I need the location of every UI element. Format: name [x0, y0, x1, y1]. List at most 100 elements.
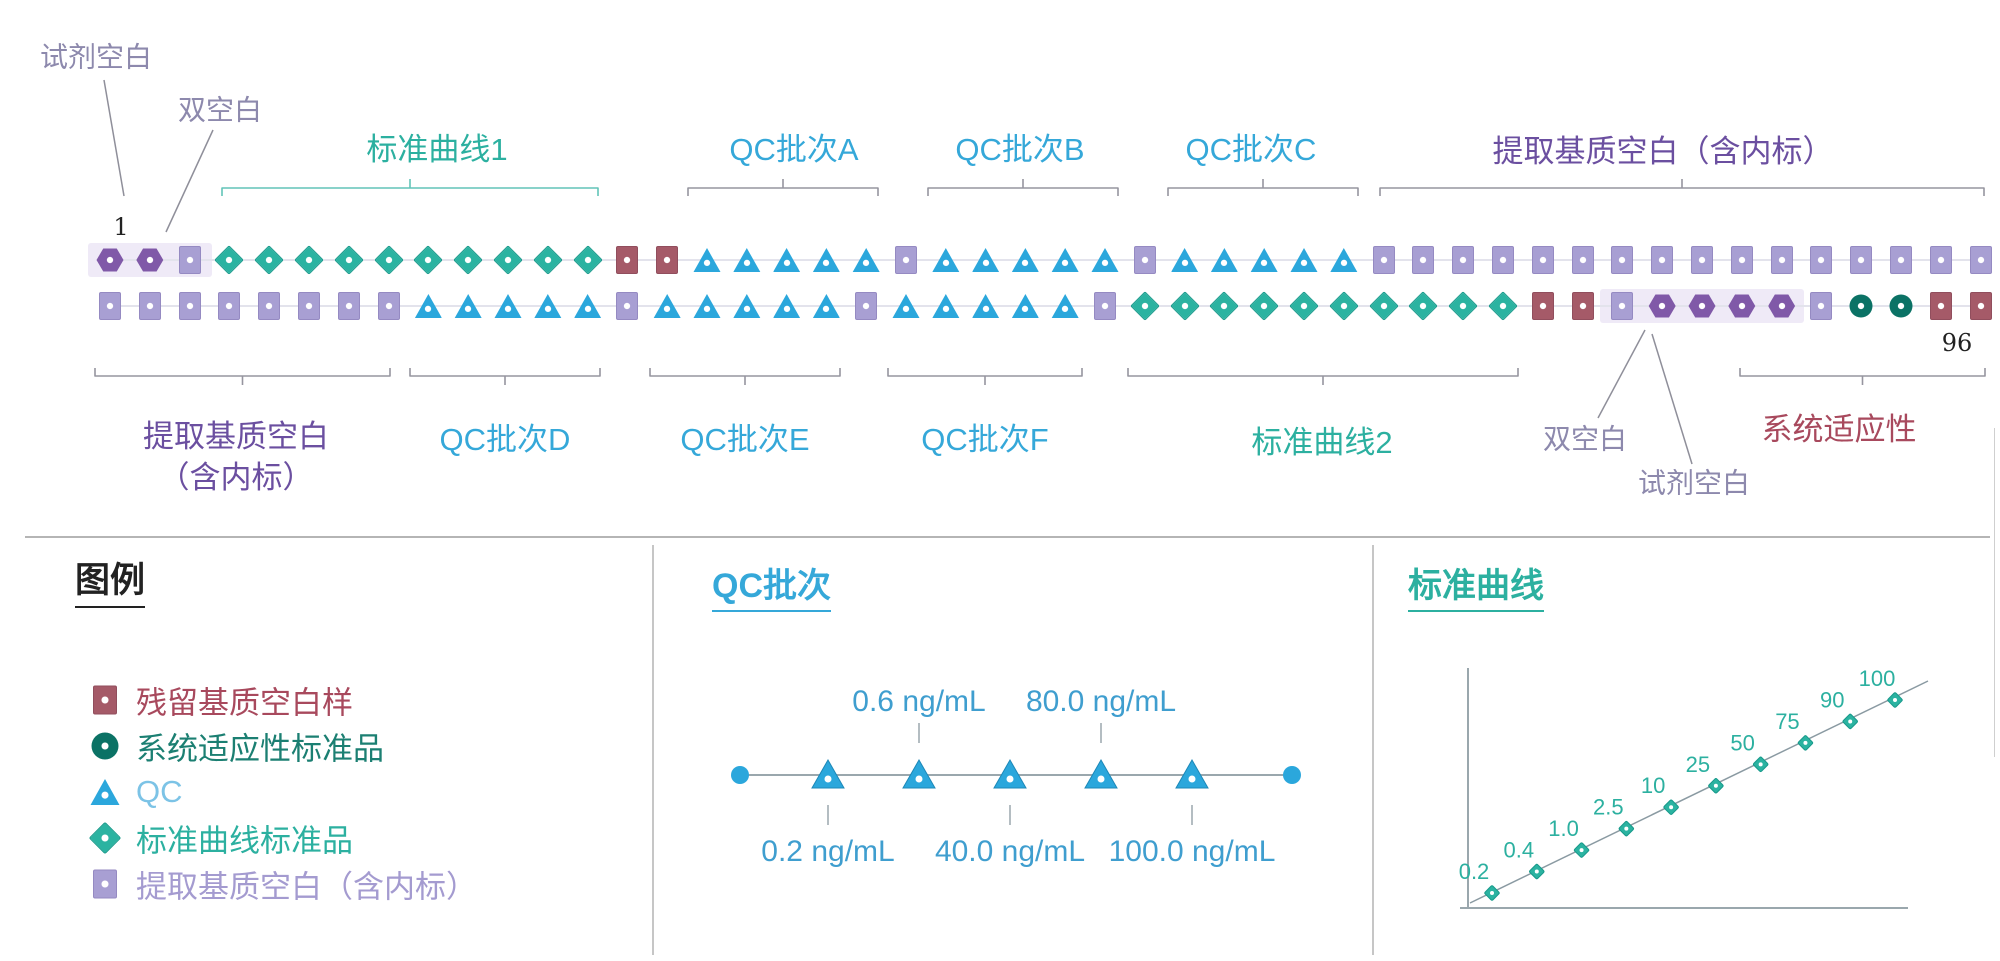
- matrix-well: [178, 292, 201, 320]
- hex-well: [1688, 294, 1716, 318]
- legend-item-matrix-blank-label: 提取基质空白（含内标）: [136, 869, 477, 905]
- well-1-label: 1: [113, 212, 129, 241]
- matrix-well: [616, 292, 639, 320]
- qc-triangle-3: [993, 758, 1027, 789]
- qc-triangle-2: [902, 758, 936, 789]
- carryover-well: [616, 246, 639, 274]
- matrix-well: [1770, 246, 1793, 274]
- qc-conc-label-below: 0.2 ng/mL: [761, 835, 894, 868]
- row-connector-line: [100, 259, 1986, 261]
- system-suitability-label: 系统适应性: [1761, 411, 1917, 447]
- curve-point-dot: [1624, 826, 1629, 831]
- matrix-well: [895, 246, 917, 274]
- qc-f-bracket: [887, 368, 1083, 385]
- matrix-blank-top-label: 提取基质空白（含内标）: [1492, 133, 1834, 169]
- sys-well: [1849, 294, 1873, 318]
- curve-point-dot: [1758, 762, 1763, 767]
- qc-batch-title: QC批次: [712, 558, 831, 612]
- matrix-well: [1611, 292, 1634, 320]
- matrix-well: [337, 292, 360, 320]
- qc-batch-d-label: QC批次D: [439, 421, 571, 457]
- qc-batch-f-label: QC批次F: [921, 421, 1049, 457]
- curve-point-label: 2.5: [1593, 795, 1624, 820]
- legend-item-carryover-label: 残留基质空白样: [136, 685, 353, 721]
- well-96-label: 96: [1941, 328, 1973, 357]
- qc-conc-label-above: 0.6 ng/mL: [852, 685, 985, 718]
- matrix-well: [218, 292, 241, 320]
- qc-batch-e-label: QC批次E: [680, 421, 810, 457]
- qc-conc-label-below: 40.0 ng/mL: [935, 835, 1085, 868]
- right-edge-line: [1994, 428, 1995, 757]
- matrix-well: [138, 292, 161, 320]
- reagent-blank-bottom-label: 试剂空白: [1637, 467, 1751, 499]
- double-blank-bottom-label: 双空白: [1542, 423, 1628, 455]
- qc-triangle-dot-5: [1188, 775, 1196, 783]
- matrix-bottom-bracket: [94, 368, 391, 385]
- matrix-well: [1850, 246, 1873, 274]
- qc-e-bracket: [649, 368, 841, 385]
- curve-point-dot: [1803, 740, 1808, 745]
- qc-triangle-dot-3: [1006, 775, 1014, 783]
- matrix-well: [1929, 246, 1952, 274]
- curve-point-label: 100: [1859, 666, 1896, 691]
- qc-d-bracket: [409, 368, 601, 385]
- qc-triangle-dot-1: [824, 775, 832, 783]
- section-divider: [25, 536, 1990, 538]
- curve-point-dot: [1669, 805, 1674, 810]
- matrix-well: [1094, 292, 1116, 320]
- panel-divider-1: [652, 545, 654, 955]
- legend-item-qc-label: QC: [136, 774, 183, 809]
- qc-triangle-dot-4: [1097, 775, 1105, 783]
- legend-item-system-suitability-label: 系统适应性标准品: [136, 731, 384, 767]
- qc-triangle-5: [1175, 758, 1209, 789]
- carryover-well: [1531, 292, 1554, 320]
- curve-axes: [1460, 668, 1908, 909]
- matrix-top-bracket: [1379, 179, 1985, 196]
- curve-point-label: 1.0: [1548, 816, 1579, 841]
- matrix-well: [1571, 246, 1594, 274]
- curve-point-label: 90: [1820, 687, 1844, 712]
- legend-item-system-suitability-marker: [91, 732, 119, 760]
- sys-well: [1889, 294, 1913, 318]
- qc-triangle-dot-2: [915, 775, 923, 783]
- curve-point-dot: [1534, 869, 1539, 874]
- hex-well: [136, 248, 164, 272]
- legend-item-matrix-blank-marker: [93, 869, 117, 899]
- carryover-well: [656, 246, 679, 274]
- curve-point-label: 50: [1730, 730, 1754, 755]
- hex-well: [1768, 294, 1796, 318]
- matrix-well: [1969, 246, 1992, 274]
- std-curve-1-bracket: [221, 179, 599, 196]
- carryover-well: [1571, 292, 1594, 320]
- matrix-well: [377, 292, 400, 320]
- qc-conc-label-above: 80.0 ng/mL: [1026, 685, 1176, 718]
- row-connector-line: [100, 305, 1986, 307]
- legend-title: 图例: [75, 552, 146, 608]
- qc-triangle-1: [811, 758, 845, 789]
- annotation-overlay: [94, 79, 1986, 465]
- curve-point-label: 25: [1686, 752, 1710, 777]
- curve-point-label: 0.2: [1459, 859, 1490, 884]
- leader-line-2: [165, 129, 214, 233]
- legend-item-std-curve-label: 标准曲线标准品: [136, 823, 353, 859]
- matrix-well: [1452, 246, 1475, 274]
- matrix-well: [1691, 246, 1713, 274]
- std-curve-title: 标准曲线: [1408, 558, 1544, 612]
- matrix-blank-bottom-label-line2: （含内标）: [158, 459, 314, 495]
- qc-conc-label-below: 100.0 ng/mL: [1109, 835, 1276, 868]
- matrix-well: [1531, 246, 1554, 274]
- matrix-well: [1730, 246, 1753, 274]
- qc-ladder-endpoint-2: [1283, 766, 1301, 784]
- qc-batch-c-label: QC批次C: [1185, 131, 1317, 167]
- curve-point-dot: [1893, 698, 1897, 702]
- qc-a-bracket: [687, 179, 879, 196]
- matrix-well: [258, 292, 281, 320]
- hex-well: [96, 248, 124, 272]
- std-curve-2-label: 标准曲线2: [1251, 424, 1393, 460]
- curve-point-label: 75: [1775, 709, 1799, 734]
- matrix-well: [1611, 246, 1634, 274]
- curve-point-dot: [1848, 719, 1853, 724]
- matrix-well: [99, 292, 121, 320]
